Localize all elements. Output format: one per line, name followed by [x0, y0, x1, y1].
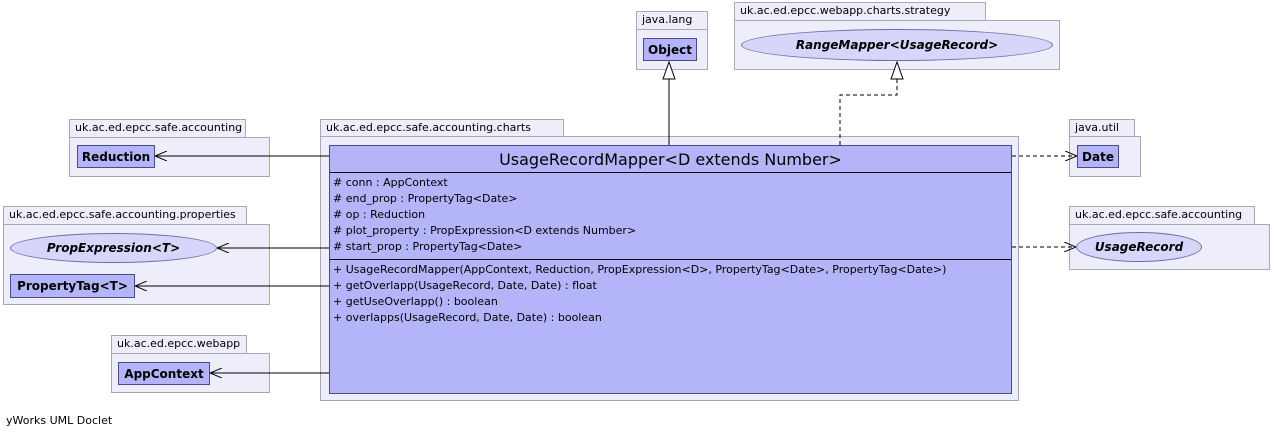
- edge-implements-range-mapper: [839, 79, 898, 145]
- field-row: # op : Reduction: [333, 208, 426, 221]
- field-row: # start_prop : PropertyTag<Date>: [333, 240, 523, 253]
- package-tab-charts: uk.ac.ed.epcc.safe.accounting.charts: [320, 119, 564, 137]
- method-row: + UsageRecordMapper(AppContext, Reductio…: [333, 263, 947, 276]
- package-tab-webapp: uk.ac.ed.epcc.webapp: [111, 335, 247, 353]
- interface-range-mapper[interactable]: RangeMapper<UsageRecord>: [741, 29, 1053, 61]
- class-property-tag[interactable]: PropertyTag<T>: [10, 274, 135, 298]
- inheritance-arrowhead: [662, 60, 676, 80]
- package-tab-java-lang: java.lang: [636, 11, 708, 29]
- method-row: + overlapps(UsageRecord, Date, Date) : b…: [333, 311, 602, 324]
- package-tab-java-util: java.util: [1069, 119, 1135, 137]
- method-row: + getOverlapp(UsageRecord, Date, Date) :…: [333, 279, 597, 292]
- interface-prop-expression[interactable]: PropExpression<T>: [10, 233, 217, 263]
- interface-usage-record[interactable]: UsageRecord: [1076, 232, 1202, 262]
- realization-arrowhead: [890, 60, 904, 80]
- class-reduction[interactable]: Reduction: [77, 145, 155, 168]
- package-tab-safe-accounting-2: uk.ac.ed.epcc.safe.accounting: [1069, 206, 1255, 224]
- package-tab-safe-accounting: uk.ac.ed.epcc.safe.accounting: [69, 119, 246, 137]
- package-tab-properties: uk.ac.ed.epcc.safe.accounting.properties: [3, 206, 247, 224]
- main-class-title: UsageRecordMapper<D extends Number>: [330, 146, 1011, 173]
- field-row: # end_prop : PropertyTag<Date>: [333, 192, 518, 205]
- class-object[interactable]: Object: [643, 38, 697, 61]
- field-row: # plot_property : PropExpression<D exten…: [333, 224, 637, 237]
- package-tab-strategy: uk.ac.ed.epcc.webapp.charts.strategy: [734, 2, 986, 20]
- fields-section: # conn : AppContext # end_prop : Propert…: [330, 173, 1011, 260]
- method-row: + getUseOverlapp() : boolean: [333, 295, 498, 308]
- methods-section: + UsageRecordMapper(AppContext, Reductio…: [330, 260, 1011, 330]
- class-date[interactable]: Date: [1077, 145, 1119, 168]
- class-app-context[interactable]: AppContext: [118, 362, 210, 385]
- field-row: # conn : AppContext: [333, 176, 448, 189]
- footer-credit: yWorks UML Doclet: [6, 414, 113, 427]
- class-usage-record-mapper[interactable]: UsageRecordMapper<D extends Number> # co…: [329, 145, 1012, 394]
